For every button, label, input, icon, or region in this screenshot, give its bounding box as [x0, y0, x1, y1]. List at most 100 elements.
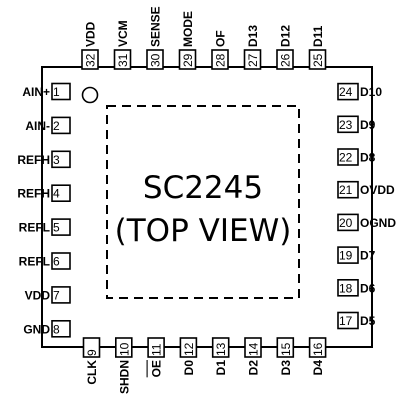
- pin-pad: [51, 286, 71, 304]
- pin-number: 12: [182, 342, 196, 356]
- pin-signal-name: SENSE: [149, 6, 163, 47]
- pin-signal-name: REFL: [19, 221, 50, 235]
- pin-number: 15: [279, 342, 293, 356]
- pin-number: 7: [53, 288, 60, 302]
- pin-signal-name: REFH: [17, 153, 50, 167]
- pin-number: 4: [53, 187, 60, 201]
- pin-pad: [81, 49, 99, 70]
- pin-17: 17 D5: [337, 311, 376, 330]
- pin-signal-name: VDD: [25, 288, 51, 302]
- pin-signal-name: D4: [311, 360, 325, 376]
- pin-pad: [337, 115, 359, 134]
- pin-pad: [211, 337, 230, 358]
- pin-pad: [337, 311, 359, 330]
- pin-31: 31 VCM: [113, 20, 132, 70]
- pin-signal-name: VCM: [116, 20, 130, 47]
- pin-number: 5: [53, 221, 60, 235]
- pin-signal-name: OVDD: [360, 183, 395, 197]
- pin-20: 20 OGND: [337, 213, 396, 232]
- pin-pad: [337, 148, 359, 166]
- chip-body: [41, 66, 373, 348]
- pin-number: 9: [85, 349, 99, 356]
- pin-pad: [276, 49, 294, 70]
- pin-signal-name: SHDN: [117, 360, 131, 394]
- pin-pad: [115, 337, 133, 358]
- pin-number: 31: [116, 53, 130, 67]
- pin-signal-name: D1: [214, 360, 228, 376]
- pin-signal-name: OGND: [360, 216, 396, 230]
- pin-24: 24 D10: [337, 82, 382, 101]
- pin-pad: [211, 49, 229, 70]
- pin-number: 20: [339, 216, 353, 230]
- pin-signal-name: D13: [246, 25, 260, 47]
- pin-number: 10: [117, 342, 131, 356]
- pin-signal-name: D11: [311, 25, 325, 47]
- pin-number: 24: [339, 85, 353, 99]
- pin-pad: [82, 337, 101, 358]
- pin-pad: [51, 319, 71, 338]
- pin-pad: [51, 116, 71, 135]
- pin-number: 8: [53, 322, 60, 336]
- pin-number: 6: [53, 255, 60, 269]
- pin-30: 30 SENSE: [146, 6, 164, 70]
- pin-pad: [308, 337, 327, 358]
- pin-signal-name: D0: [182, 360, 196, 376]
- pin-signal-name: OF: [214, 30, 228, 47]
- pin-number: 18: [339, 281, 353, 295]
- pin-signal-name: D6: [360, 281, 376, 295]
- exposed-pad-outline: [106, 105, 300, 299]
- pin-signal-name: D5: [360, 314, 376, 328]
- pin-pad: [337, 246, 359, 264]
- view-label: (TOP VIEW): [115, 213, 292, 249]
- pin-number: 29: [181, 53, 195, 67]
- pin-signal-name: AIN-: [25, 119, 50, 133]
- pin-number: 17: [339, 314, 353, 328]
- pin-number: 16: [311, 342, 325, 356]
- pin-signal-name: REFL: [19, 255, 50, 269]
- pin-signal-name: GND: [23, 322, 50, 336]
- pin-number: 32: [84, 53, 98, 67]
- pin-number: 25: [311, 53, 325, 67]
- pin-number: 21: [339, 183, 353, 197]
- pin-number: 19: [339, 249, 353, 263]
- pin-pad: [113, 49, 132, 70]
- pin-number: 2: [53, 119, 60, 133]
- pin-number: 11: [150, 343, 164, 356]
- pin1-marker: [81, 86, 99, 104]
- pin-18: 18 D6: [337, 278, 376, 297]
- pin-signal-name: D10: [360, 85, 382, 99]
- pin-pad: [337, 82, 359, 101]
- pin-pad: [308, 49, 327, 70]
- pin-signal-name: D8: [360, 151, 376, 165]
- pin-number: 26: [279, 53, 293, 67]
- pin-signal-name: REFH: [17, 187, 50, 201]
- pin-signal-name: D2: [247, 360, 261, 376]
- pin-pad: [51, 252, 71, 270]
- pin-signal-name: D7: [360, 249, 376, 263]
- pin-pad: [337, 213, 359, 232]
- pin-signal-name: D3: [279, 360, 293, 376]
- pin-signal-name: CLK: [85, 360, 99, 385]
- pins-layer: 1AIN+2AIN-3REFH4REFH5REFL6REFL7VDD8GND17…: [17, 6, 396, 394]
- pin-pad: [276, 337, 295, 358]
- pin-signal-name: D9: [360, 118, 376, 132]
- pin-number: 30: [149, 53, 163, 67]
